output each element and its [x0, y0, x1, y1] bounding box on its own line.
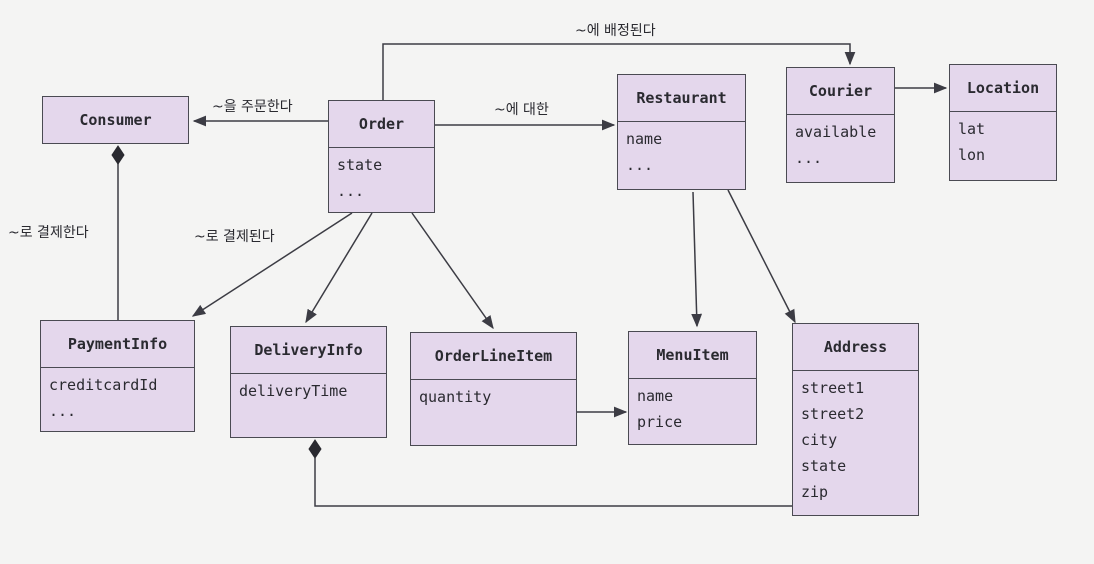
attr-available: available — [795, 123, 877, 141]
class-address-attrs: street1 street2 city state zip — [793, 371, 918, 509]
class-address-name: Address — [793, 324, 918, 371]
attr-state: state — [337, 156, 383, 174]
attr-price: price — [637, 413, 683, 431]
label-pays-with: ~로 결제한다 — [8, 225, 89, 241]
composition-diamond-deliveryinfo — [308, 439, 322, 459]
label-orders: ~을 주문한다 — [212, 99, 293, 115]
attr-street1: street1 — [801, 379, 865, 397]
class-address: Address street1 street2 city state zip — [792, 323, 919, 516]
attr-state: state — [801, 457, 847, 475]
edge-order-deliveryinfo — [305, 212, 373, 324]
attr-quantity: quantity — [419, 388, 492, 406]
class-location-name: Location — [950, 65, 1056, 112]
class-payment-info-attrs: creditcardId ... — [41, 368, 194, 428]
label-assigned-to: ~에 배정된다 — [575, 23, 656, 39]
attr-street2: street2 — [801, 405, 865, 423]
edge-restaurant-address — [727, 189, 796, 324]
class-order-line-item: OrderLineItem quantity — [410, 332, 577, 446]
class-order: Order state ... — [328, 100, 435, 213]
label-paid-with: ~로 결제된다 — [194, 229, 275, 245]
attr-creditcard-id: creditcardId — [49, 376, 158, 394]
class-courier: Courier available ... — [786, 67, 895, 183]
class-payment-info: PaymentInfo creditcardId ... — [40, 320, 195, 432]
attr-lon: lon — [958, 146, 986, 164]
class-order-name: Order — [329, 101, 434, 148]
label-for: ~에 대한 — [494, 102, 549, 118]
class-location: Location lat lon — [949, 64, 1057, 181]
class-courier-attrs: available ... — [787, 115, 894, 175]
class-delivery-info: DeliveryInfo deliveryTime — [230, 326, 387, 438]
edge-order-orderlineitem — [411, 212, 494, 330]
class-menu-item-attrs: name price — [629, 379, 756, 439]
class-delivery-info-name: DeliveryInfo — [231, 327, 386, 374]
class-menu-item-name: MenuItem — [629, 332, 756, 379]
edge-order-paymentinfo — [191, 212, 353, 317]
attr-ellipsis: ... — [337, 182, 365, 200]
class-delivery-info-attrs: deliveryTime — [231, 374, 386, 408]
attr-ellipsis: ... — [49, 402, 77, 420]
class-restaurant-attrs: name ... — [618, 122, 745, 182]
edge-restaurant-menuitem — [691, 191, 703, 328]
class-order-line-item-attrs: quantity — [411, 380, 576, 414]
attr-lat: lat — [958, 120, 986, 138]
class-location-attrs: lat lon — [950, 112, 1056, 172]
class-order-attrs: state ... — [329, 148, 434, 208]
class-restaurant-name: Restaurant — [618, 75, 745, 122]
attr-ellipsis: ... — [795, 149, 823, 167]
class-menu-item: MenuItem name price — [628, 331, 757, 445]
class-order-line-item-name: OrderLineItem — [411, 333, 576, 380]
attr-name: name — [637, 387, 674, 405]
edge-order-courier — [382, 43, 856, 100]
class-restaurant: Restaurant name ... — [617, 74, 746, 190]
edge-deliveryinfo-address — [314, 458, 794, 507]
class-consumer: Consumer — [42, 96, 189, 144]
class-courier-name: Courier — [787, 68, 894, 115]
attr-ellipsis: ... — [626, 156, 654, 174]
attr-city: city — [801, 431, 838, 449]
attr-name: name — [626, 130, 663, 148]
attr-zip: zip — [801, 483, 829, 501]
class-consumer-name: Consumer — [79, 111, 152, 129]
attr-delivery-time: deliveryTime — [239, 382, 348, 400]
class-payment-info-name: PaymentInfo — [41, 321, 194, 368]
composition-diamond-consumer — [111, 145, 125, 165]
